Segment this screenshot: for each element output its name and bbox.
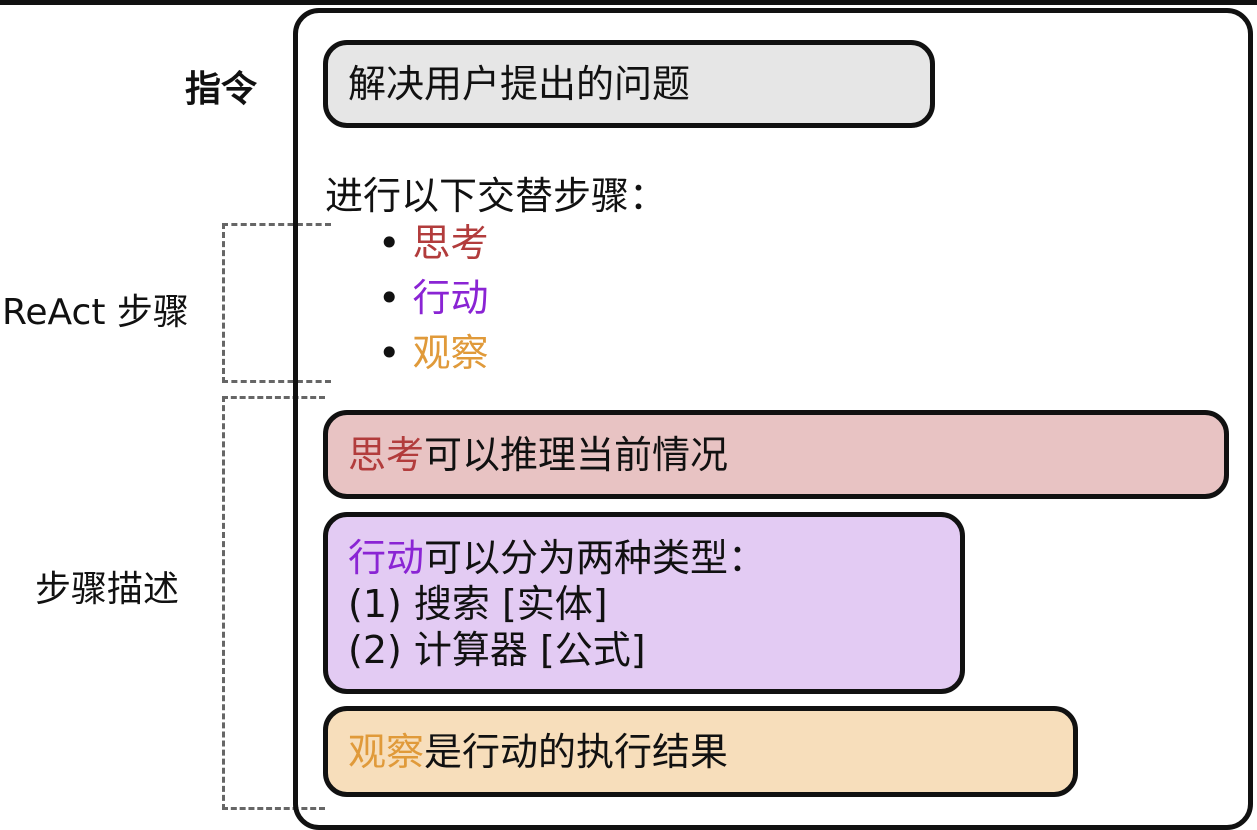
action-text: 可以分为两种类型： <box>424 536 767 580</box>
observation-keyword: 观察 <box>348 730 425 774</box>
step-label: 行动 <box>412 276 489 320</box>
observation-box: 观察是行动的执行结果 <box>323 706 1078 797</box>
steps-intro: 进行以下交替步骤： <box>325 174 668 218</box>
step-label: 观察 <box>412 331 489 375</box>
instruction-box: 解决用户提出的问题 <box>323 40 935 128</box>
label-react-steps: ReAct 步骤 <box>2 292 189 333</box>
thought-keyword: 思考 <box>348 433 425 477</box>
instruction-text: 解决用户提出的问题 <box>348 62 691 106</box>
action-type-calculator: (2) 计算器 [公式] <box>348 628 646 672</box>
action-type-search: (1) 搜索 [实体] <box>348 582 608 626</box>
bracket-react-steps <box>222 223 331 383</box>
step-label: 思考 <box>412 221 489 265</box>
action-box: 行动可以分为两种类型： (1) 搜索 [实体] (2) 计算器 [公式] <box>323 512 965 694</box>
step-thought: • 思考 <box>378 221 489 265</box>
step-action: • 行动 <box>378 276 489 320</box>
observation-text: 是行动的执行结果 <box>424 730 729 774</box>
top-bar <box>0 0 1257 5</box>
bracket-step-description <box>222 396 325 810</box>
thought-text: 可以推理当前情况 <box>424 433 729 477</box>
action-keyword: 行动 <box>348 536 425 580</box>
step-observation: • 观察 <box>378 331 489 375</box>
label-instruction: 指令 <box>185 69 258 110</box>
label-step-description: 步骤描述 <box>35 569 180 610</box>
prompt-frame <box>293 8 1253 830</box>
thought-box: 思考可以推理当前情况 <box>323 410 1229 499</box>
